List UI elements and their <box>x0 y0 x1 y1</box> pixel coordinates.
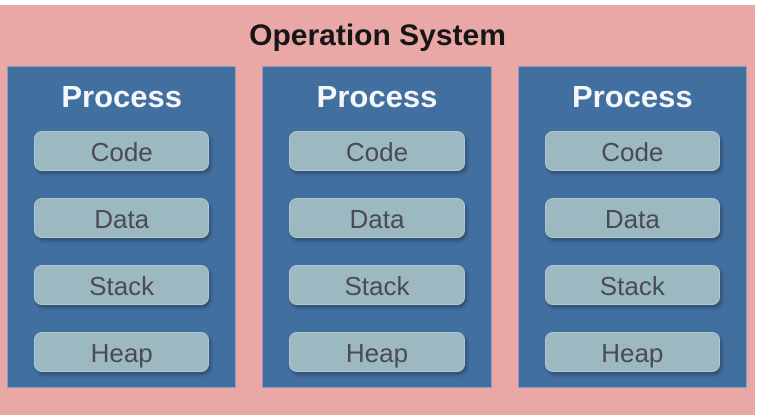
diagram-title: Operation System <box>249 19 506 52</box>
memory-block-code: Code <box>544 131 720 171</box>
memory-block-stack: Stack <box>544 265 720 305</box>
memory-block-heap: Heap <box>289 332 465 372</box>
block-list: Code Data Stack Heap <box>263 131 490 372</box>
memory-block-data: Data <box>544 198 720 238</box>
memory-block-code: Code <box>34 131 210 171</box>
memory-block-stack: Stack <box>289 265 465 305</box>
block-list: Code Data Stack Heap <box>519 131 746 372</box>
memory-block-code: Code <box>289 131 465 171</box>
process-panel-1: Process Code Data Stack Heap <box>7 66 237 388</box>
operation-system-container: Operation System Process Code Data Stack… <box>0 5 755 415</box>
memory-block-heap: Heap <box>544 332 720 372</box>
memory-block-stack: Stack <box>34 265 210 305</box>
block-list: Code Data Stack Heap <box>8 131 235 372</box>
memory-block-data: Data <box>34 198 210 238</box>
process-title: Process <box>61 79 182 114</box>
memory-block-heap: Heap <box>34 332 210 372</box>
process-panel-3: Process Code Data Stack Heap <box>517 66 747 388</box>
memory-block-data: Data <box>289 198 465 238</box>
process-title: Process <box>572 79 693 114</box>
process-title: Process <box>316 79 438 114</box>
process-row: Process Code Data Stack Heap Process Cod… <box>0 66 755 388</box>
process-panel-2: Process Code Data Stack Heap <box>262 66 492 388</box>
